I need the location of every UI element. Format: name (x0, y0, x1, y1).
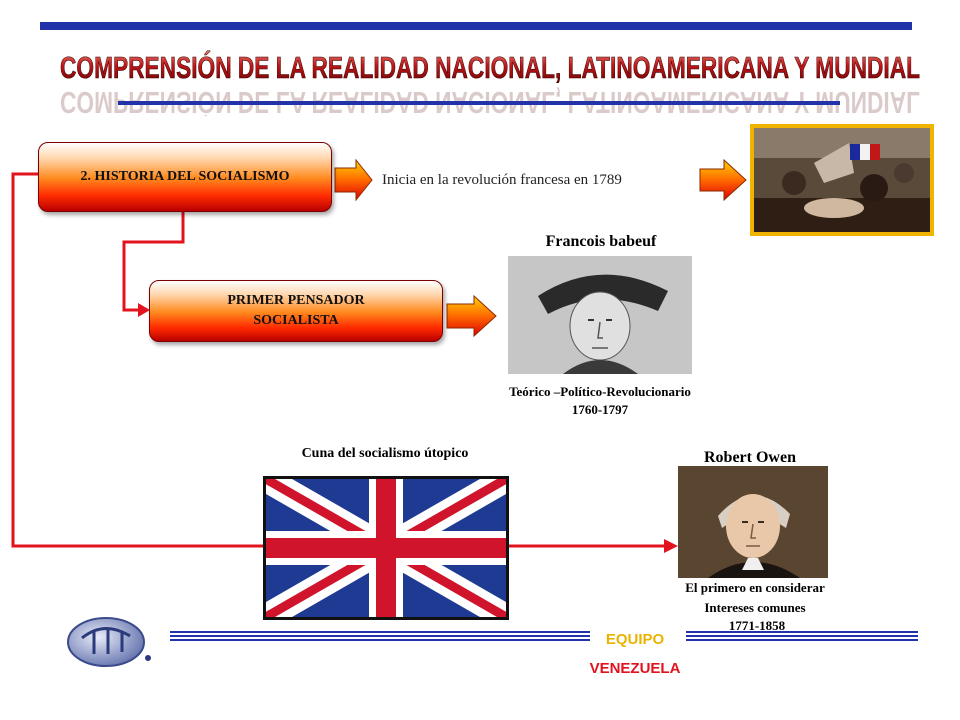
footer-line-right (686, 631, 918, 641)
connector-historia-cuna (11, 172, 263, 548)
owen-portrait (678, 466, 828, 578)
institution-logo (64, 610, 156, 670)
footer-venezuela: VENEZUELA (589, 660, 681, 677)
union-jack-flag (263, 476, 509, 620)
arrowhead-primer (138, 303, 150, 317)
owen-description-1: El primero en considerar (685, 580, 825, 595)
connector-historia-primer (122, 210, 185, 312)
block-arrow-1 (334, 158, 373, 202)
babeuf-years: 1760-1797 (571, 402, 629, 417)
historia-socialismo-label: 2. HISTORIA DEL SOCIALISMO (80, 169, 290, 184)
french-revolution-painting (750, 124, 934, 236)
arrowhead-owen (664, 539, 678, 553)
babeuf-name: Francois babeuf (545, 233, 657, 250)
cuna-text: Cuna del socialismo útopico (301, 446, 469, 461)
owen-years: 1771-1858 (728, 618, 786, 633)
footer-line-left (170, 631, 590, 641)
owen-description-2: Intereses comunes (704, 600, 806, 615)
top-bar (40, 22, 912, 30)
block-arrow-2 (699, 158, 747, 202)
historia-socialismo-box: 2. HISTORIA DEL SOCIALISMO (38, 142, 332, 212)
primer-pensador-label-2: SOCIALISTA (253, 313, 339, 328)
svg-text:COMPRENSIÓN DE LA REALIDAD NAC: COMPRENSIÓN DE LA REALIDAD NACIONAL, LAT… (60, 49, 920, 85)
page-title: COMPRENSIÓN DE LA REALIDAD NACIONAL, LAT… (60, 49, 921, 86)
block-arrow-3 (446, 294, 497, 338)
owen-name: Robert Owen (704, 449, 796, 466)
babeuf-description: Teórico –Político-Revolucionario (509, 384, 691, 399)
primer-pensador-label-1: PRIMER PENSADOR (227, 293, 365, 308)
primer-pensador-box: PRIMER PENSADOR SOCIALISTA (149, 280, 443, 342)
inicia-text: Inicia en la revolución francesa en 1789 (382, 172, 622, 188)
babeuf-portrait (508, 256, 692, 374)
footer-equipo: EQUIPO (605, 631, 665, 648)
title-underline (118, 101, 840, 105)
